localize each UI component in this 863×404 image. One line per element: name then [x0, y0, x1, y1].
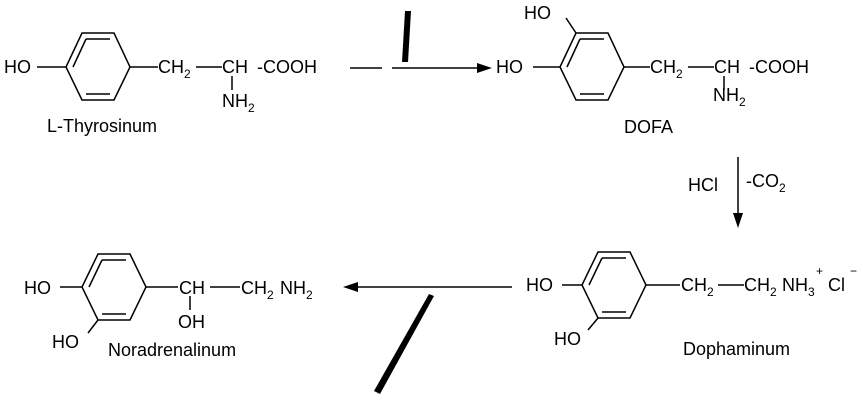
dopamine-minus-charge: −	[850, 264, 857, 278]
dopamine-benzene-ring	[581, 251, 647, 319]
noradrenaline-ch-label: CH	[179, 278, 205, 298]
noradrenaline-oh-label: OH	[178, 312, 205, 332]
noradrenaline-ho-top-label: HO	[24, 278, 51, 298]
reaction-arrow-1	[350, 11, 492, 73]
tyrosine-benzene-ring	[65, 32, 131, 101]
dofa-ho-top-label: HO	[524, 3, 551, 23]
noradrenaline-ch2-label: CH2	[241, 278, 274, 302]
tyrosine-ho-label: HO	[4, 57, 31, 77]
dopamine-plus-charge: +	[816, 264, 823, 278]
noradrenaline-ho-bottom-label: HO	[52, 332, 79, 352]
reaction-arrow-2: HCl -CO2	[688, 157, 786, 228]
tyrosine-structure: HO CH2 CH -COOH NH2 L-Thyrosinum	[4, 32, 317, 136]
wedge-mark-2	[374, 294, 434, 394]
reagent-co2: -CO2	[746, 171, 786, 195]
dopamine-ho-top-label: HO	[526, 275, 553, 295]
tyrosine-ch-label: CH	[222, 57, 248, 77]
dopamine-structure: HO HO CH2 CH2 NH3 + Cl − Dophaminum	[526, 251, 857, 359]
dofa-benzene-ring	[559, 32, 625, 101]
dofa-ho-left-label: HO	[496, 57, 523, 77]
dopamine-nh3-label: NH3	[782, 275, 815, 299]
dopamine-ch2-label: CH2	[681, 275, 714, 299]
reagent-hcl: HCl	[688, 175, 718, 195]
wedge-mark-1	[402, 11, 411, 62]
dopamine-name: Dophaminum	[683, 339, 790, 359]
dofa-cooh-label: -COOH	[749, 57, 809, 77]
tyrosine-name: L-Thyrosinum	[47, 116, 157, 136]
dopamine-ch2b-label: CH2	[744, 275, 777, 299]
dofa-structure: HO HO CH2 CH -COOH NH2 DOFA	[496, 3, 809, 137]
noradrenaline-benzene-ring	[81, 253, 147, 321]
reaction-arrow-3	[343, 282, 512, 394]
tyrosine-cooh-label: -COOH	[257, 57, 317, 77]
dofa-name: DOFA	[624, 117, 673, 137]
dopamine-cl-label: Cl	[828, 275, 845, 295]
dofa-ch-label: CH	[714, 57, 740, 77]
noradrenaline-name: Noradrenalinum	[108, 340, 236, 360]
tyrosine-ch2-label: CH2	[158, 57, 191, 81]
dopamine-ho-bottom-label: HO	[554, 329, 581, 349]
dofa-nh2-label: NH2	[713, 85, 746, 109]
noradrenaline-structure: HO HO CH OH CH2 NH2 Noradrenalinum	[24, 253, 313, 360]
noradrenaline-nh2-label: NH2	[280, 278, 313, 302]
dofa-ch2-label: CH2	[650, 57, 683, 81]
tyrosine-nh2-label: NH2	[222, 91, 255, 115]
